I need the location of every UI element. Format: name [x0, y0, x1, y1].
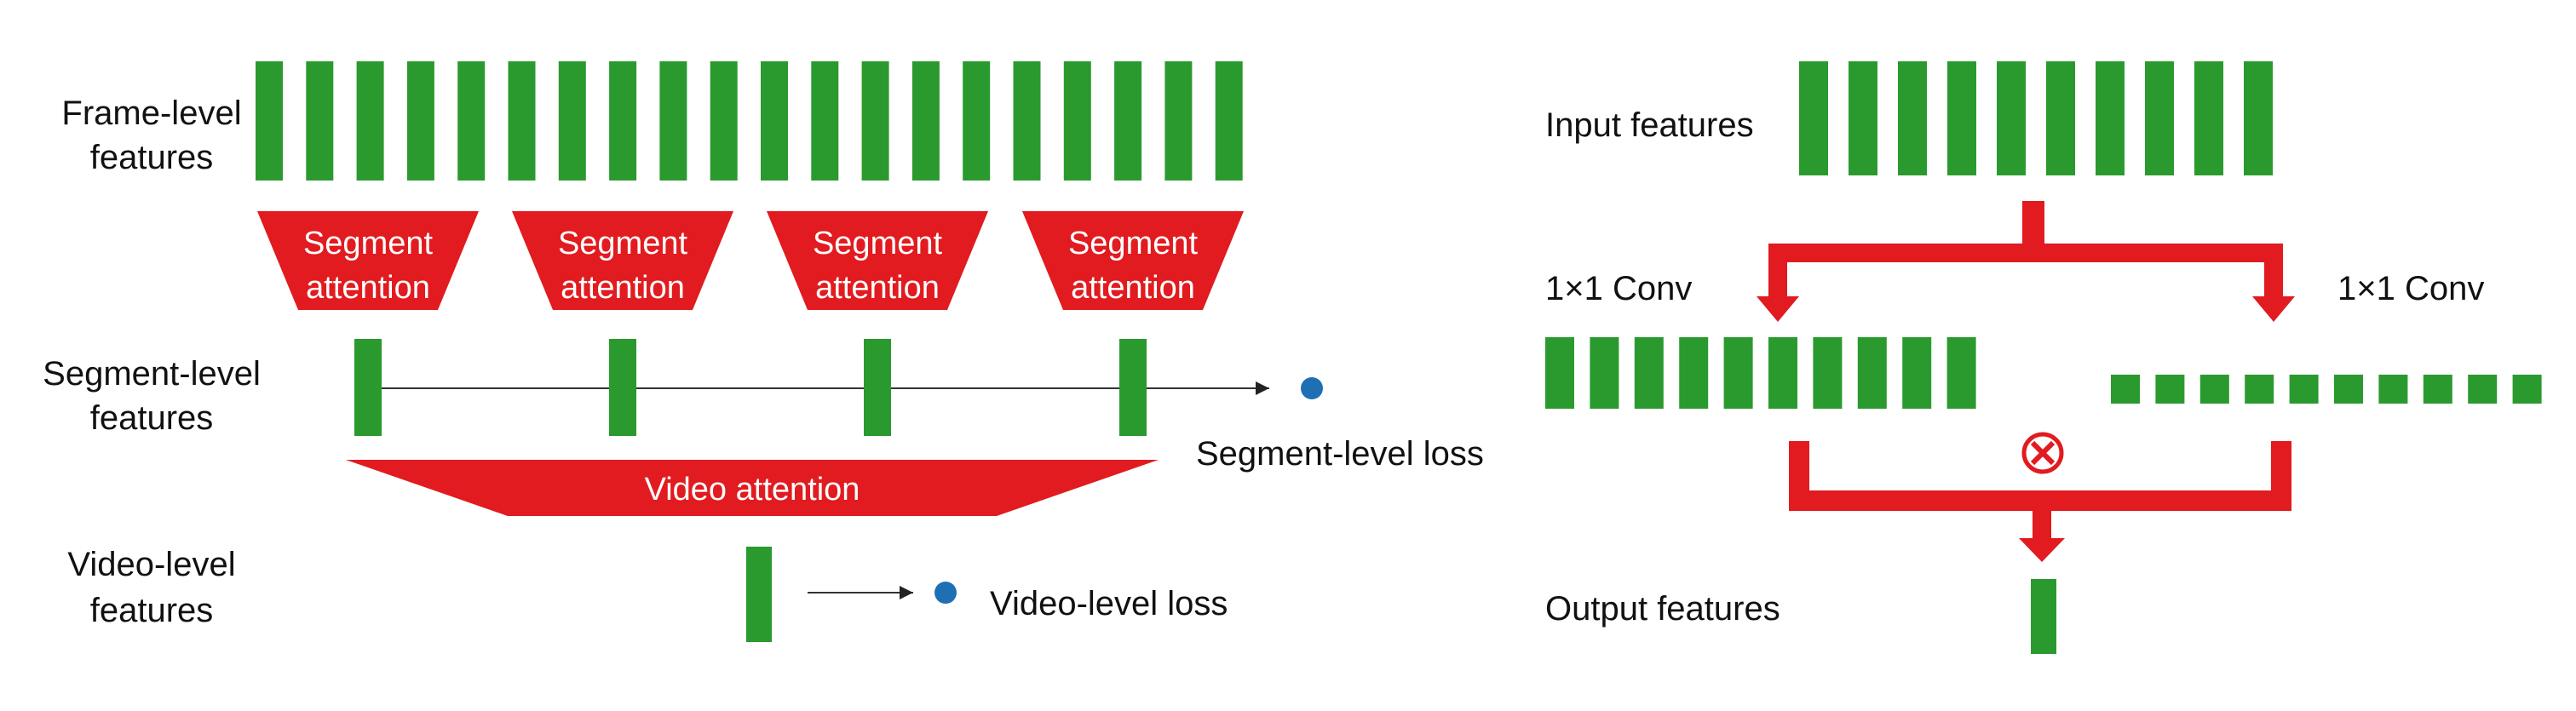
frame-feature-bar — [761, 61, 788, 181]
segment-attention-label: Segment — [813, 226, 943, 261]
conv-left-feature-bars — [1545, 337, 1976, 409]
segment-level-label-line2: features — [90, 399, 214, 437]
frame-feature-bar — [356, 61, 384, 181]
output-features-label: Output features — [1545, 590, 1780, 628]
conv-left-feature-bar — [1545, 337, 1574, 409]
conv-left-label: 1×1 Conv — [1545, 270, 1692, 307]
conv-left-feature-bar — [1590, 337, 1619, 409]
frame-feature-bar — [1013, 61, 1041, 181]
input-feature-bar — [1799, 61, 1828, 175]
input-feature-bar — [1997, 61, 2026, 175]
segment-level-feature-bars — [354, 339, 1147, 436]
input-feature-bars — [1799, 61, 2273, 175]
segment-feature-bar — [354, 339, 382, 436]
conv-left-feature-bar — [1946, 337, 1976, 409]
conv-left-feature-bar — [1813, 337, 1843, 409]
video-loss-dot — [934, 582, 957, 604]
frame-level-feature-bars — [256, 61, 1243, 181]
frame-feature-bar — [911, 61, 940, 181]
input-feature-bar — [1849, 61, 1877, 175]
segment-attention-block — [767, 211, 988, 310]
video-level-label-line2: features — [90, 592, 214, 629]
conv-right-feature-bar — [2512, 375, 2542, 404]
frame-feature-bar — [1063, 61, 1091, 181]
conv-left-feature-bar — [1768, 337, 1797, 409]
frame-level-label-line2: features — [90, 139, 214, 176]
segment-attention-block — [257, 211, 479, 310]
frame-feature-bar — [406, 61, 434, 181]
segment-attention-label: attention — [561, 270, 685, 306]
frame-feature-bar — [963, 61, 991, 181]
conv-left-feature-bar — [1902, 337, 1932, 409]
input-feature-bar — [2145, 61, 2174, 175]
conv-right-feature-bar — [2423, 375, 2452, 404]
conv-right-feature-bar — [2199, 375, 2229, 404]
multiply-icon — [2021, 432, 2064, 474]
frame-level-label-line1: Frame-level — [61, 95, 241, 132]
frame-feature-bar — [256, 61, 283, 181]
video-attention-block — [346, 460, 1159, 516]
segment-attention-block — [1022, 211, 1244, 310]
frame-feature-bar — [609, 61, 637, 181]
segment-feature-bar — [1119, 339, 1147, 436]
frame-feature-bar — [861, 61, 889, 181]
frame-feature-bar — [457, 61, 486, 181]
segment-level-label-line1: Segment-level — [43, 355, 261, 393]
frame-feature-bar — [811, 61, 839, 181]
frame-feature-bar — [1215, 61, 1243, 181]
frame-feature-bar — [710, 61, 738, 181]
output-feature-bar — [2031, 579, 2056, 654]
segment-attention-label: Segment — [303, 226, 434, 261]
conv-right-feature-bar — [2111, 375, 2140, 404]
conv-right-feature-bar — [2468, 375, 2498, 404]
merge-bracket — [1789, 441, 2291, 562]
conv-right-feature-bars — [2111, 375, 2542, 404]
conv-right-feature-bar — [2334, 375, 2363, 404]
video-level-feature-bar — [746, 547, 772, 642]
split-arrow — [1757, 201, 2295, 322]
input-feature-bar — [1898, 61, 1927, 175]
segment-attention-label: attention — [1071, 270, 1195, 306]
conv-right-feature-bar — [2378, 375, 2408, 404]
segment-attention-label: attention — [306, 270, 430, 306]
segment-attention-label: Segment — [1068, 226, 1199, 261]
frame-feature-bar — [1114, 61, 1142, 181]
video-level-label-line1: Video-level — [67, 546, 235, 583]
input-feature-bar — [1947, 61, 1976, 175]
segment-feature-bar — [609, 339, 636, 436]
conv-right-feature-bar — [2155, 375, 2185, 404]
segment-level-loss-label: Segment-level loss — [1196, 435, 1484, 473]
segment-attention-label: attention — [815, 270, 940, 306]
video-level-loss-label: Video-level loss — [990, 585, 1228, 622]
input-feature-bar — [2046, 61, 2075, 175]
conv-left-feature-bar — [1857, 337, 1887, 409]
segment-attention-block — [512, 211, 733, 310]
conv-left-feature-bar — [1634, 337, 1664, 409]
frame-feature-bar — [659, 61, 687, 181]
frame-feature-bar — [508, 61, 536, 181]
conv-left-feature-bar — [1723, 337, 1753, 409]
conv-left-feature-bar — [1679, 337, 1709, 409]
input-features-label: Input features — [1545, 106, 1754, 144]
segment-attention-blocks: Segment attention Segment attention Segment a… — [257, 211, 1244, 310]
segment-feature-bar — [864, 339, 891, 436]
conv-right-label: 1×1 Conv — [2337, 270, 2484, 307]
conv-right-feature-bar — [2245, 375, 2274, 404]
conv-right-feature-bar — [2289, 375, 2319, 404]
frame-feature-bar — [306, 61, 334, 181]
frame-feature-bar — [1164, 61, 1193, 181]
input-feature-bar — [2096, 61, 2125, 175]
input-feature-bar — [2194, 61, 2223, 175]
frame-feature-bar — [558, 61, 586, 181]
video-attention-label: Video attention — [645, 472, 860, 507]
segment-loss-dot — [1301, 377, 1323, 399]
segment-attention-label: Segment — [558, 226, 688, 261]
input-feature-bar — [2244, 61, 2273, 175]
